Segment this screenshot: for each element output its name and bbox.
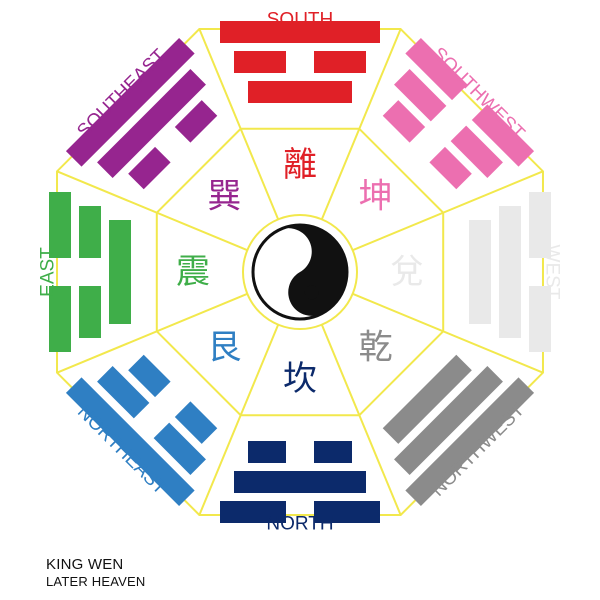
trigram-line-broken	[174, 401, 218, 444]
symbol-west: 兌	[390, 252, 424, 292]
trigram-line-broken	[248, 441, 286, 463]
direction-label-south: SOUTH	[267, 10, 334, 31]
direction-label-west: WEST	[542, 245, 563, 300]
trigram-line-solid	[65, 37, 195, 167]
trigram-line-broken	[450, 125, 503, 178]
trigram-north	[220, 441, 380, 523]
symbol-southeast: 巽	[207, 176, 241, 216]
trigram-line-solid	[65, 377, 195, 507]
trigram-line-broken	[79, 206, 101, 258]
trigram-line-broken	[529, 192, 551, 258]
trigram-line-solid	[499, 206, 521, 338]
trigram-south	[220, 21, 380, 103]
caption-title: KING WEN	[46, 556, 124, 573]
trigram-line-broken	[220, 501, 286, 523]
trigram-line-broken	[49, 192, 71, 258]
trigram-line-solid	[109, 220, 131, 324]
yin-dot	[281, 244, 296, 259]
trigram-line-solid	[97, 69, 206, 178]
trigram-west	[469, 192, 551, 352]
symbol-southwest: 坤	[359, 176, 393, 216]
symbol-northwest: 乾	[359, 328, 393, 368]
trigram-line-broken	[128, 146, 171, 190]
direction-label-east: EAST	[38, 247, 59, 297]
symbol-east: 震	[176, 252, 210, 292]
trigram-line-broken	[471, 104, 535, 167]
trigram-line-solid	[382, 354, 472, 444]
direction-label-north: NORTH	[266, 514, 333, 535]
symbol-south: 離	[283, 145, 317, 185]
trigram-line-broken	[234, 51, 286, 73]
yang-dot	[304, 285, 319, 300]
trigram-line-solid	[234, 471, 366, 493]
trigram-bars	[49, 21, 551, 523]
trigram-northwest	[382, 354, 535, 507]
trigram-line-solid	[405, 377, 535, 507]
trigram-line-broken	[405, 37, 468, 101]
trigram-line-broken	[529, 286, 551, 352]
trigram-line-broken	[79, 286, 101, 338]
trigram-line-broken	[429, 146, 472, 190]
trigram-line-solid	[220, 21, 380, 43]
trigram-southwest	[382, 37, 535, 190]
trigram-northeast	[65, 354, 218, 507]
trigram-line-solid	[469, 220, 491, 324]
trigram-line-broken	[153, 422, 206, 475]
trigram-line-broken	[128, 354, 171, 398]
trigram-line-broken	[314, 441, 352, 463]
trigram-east	[49, 192, 131, 352]
symbol-north: 坎	[283, 359, 317, 399]
trigram-line-broken	[49, 286, 71, 352]
trigram-line-broken	[314, 51, 366, 73]
trigram-southeast	[65, 37, 218, 190]
trigram-line-broken	[314, 501, 380, 523]
trigram-line-solid	[248, 81, 352, 103]
yin-yang-symbol	[251, 223, 349, 321]
trigram-line-solid	[394, 366, 503, 475]
trigram-line-broken	[97, 366, 150, 419]
trigram-line-broken	[394, 69, 447, 122]
symbol-northeast: 艮	[207, 328, 241, 368]
trigram-line-broken	[382, 100, 426, 143]
caption-subtitle: LATER HEAVEN	[46, 574, 146, 589]
trigram-line-broken	[174, 100, 218, 143]
